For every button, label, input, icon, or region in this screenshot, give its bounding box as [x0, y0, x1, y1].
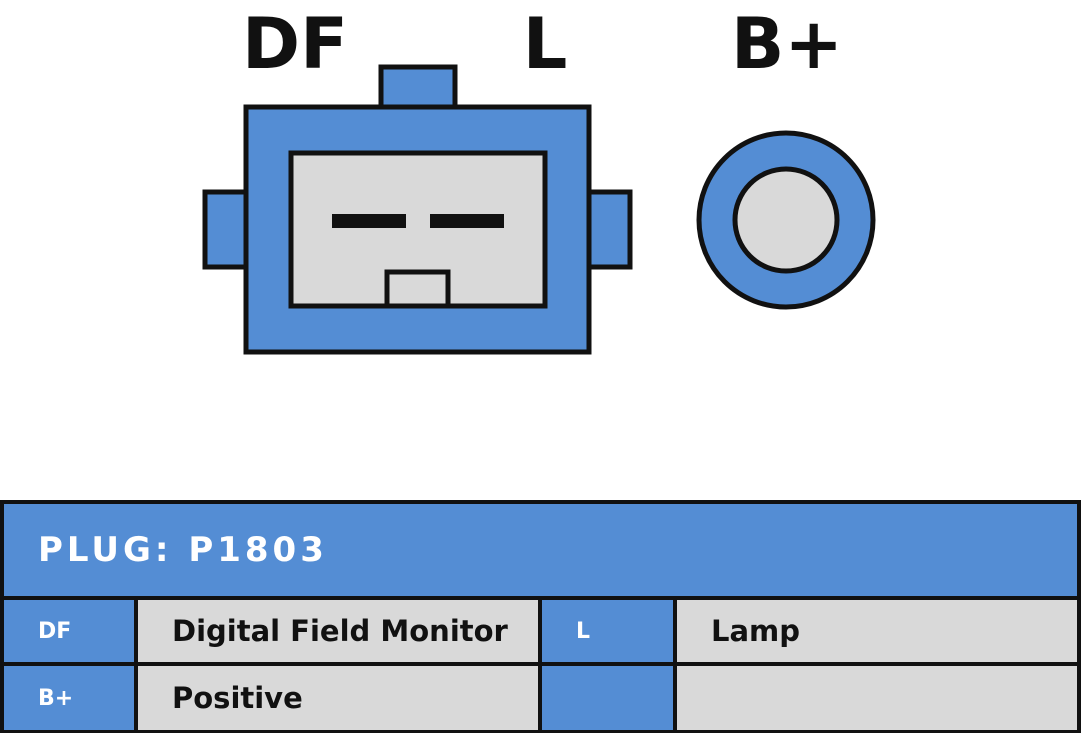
connector-left-ear: [202, 189, 251, 270]
plug-title: PLUG: P1803: [4, 504, 1077, 596]
pin-desc-empty: [677, 666, 1077, 730]
plug-connector: [202, 64, 633, 355]
pin-code-l: L: [542, 600, 673, 662]
pin-l: [430, 214, 504, 228]
pin-code-empty: [542, 666, 673, 730]
pin-code-b-plus: B+: [4, 666, 134, 730]
label-b-plus: B+: [731, 3, 843, 85]
pin-df: [332, 214, 406, 228]
pin-desc-b-plus: Positive: [138, 666, 538, 730]
pin-code-df: DF: [4, 600, 134, 662]
connector-notch: [384, 269, 451, 309]
b-plus-terminal-stud: [732, 166, 840, 274]
pin-desc-df: Digital Field Monitor: [138, 600, 538, 662]
connector-top-key: [378, 64, 458, 112]
label-l: L: [523, 3, 568, 85]
label-df: DF: [242, 3, 348, 85]
pin-desc-l: Lamp: [677, 600, 1077, 662]
connector-right-ear: [584, 189, 633, 270]
pinout-table: PLUG: P1803 DF Digital Field Monitor L L…: [0, 500, 1081, 733]
connector-diagram: DF L B+: [202, 3, 876, 355]
